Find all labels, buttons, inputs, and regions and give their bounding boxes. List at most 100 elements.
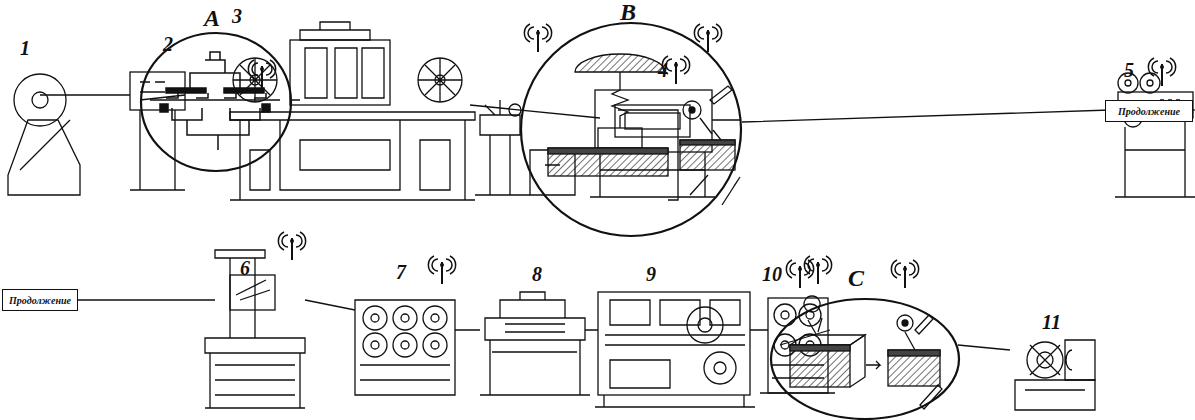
circle-outline-path — [521, 23, 741, 236]
machines-bottom-part — [401, 341, 409, 349]
continuation-box: Продолжение — [2, 289, 78, 311]
detail-b — [548, 54, 740, 205]
machines-bottom-part — [423, 306, 447, 330]
detail-c-part — [866, 361, 880, 369]
callout-number: 4 — [658, 60, 668, 80]
machines-bottom-part — [423, 333, 447, 357]
detail-b-part — [575, 54, 665, 72]
detail-a-part — [166, 93, 208, 120]
machines-bottom-part — [236, 280, 270, 300]
detail-a-part — [160, 104, 168, 112]
machines-top-part — [1125, 80, 1131, 86]
machines-bottom-part — [605, 335, 745, 388]
detail-c-part — [888, 350, 940, 386]
detail-c-part — [905, 315, 933, 350]
machines-top-part — [1115, 118, 1195, 197]
detail-circle: B — [520, 22, 742, 237]
machines-bottom-part — [230, 275, 275, 310]
machines-bottom-part — [371, 341, 379, 349]
detail-b-part — [700, 86, 732, 140]
machines-bottom-part — [393, 333, 417, 357]
machines-top-part — [1147, 80, 1153, 86]
detail-letter: B — [620, 0, 636, 24]
detail-b-part — [548, 148, 668, 176]
detail-b-part — [612, 72, 628, 128]
detail-a-part — [187, 120, 249, 150]
machines-top-part — [8, 120, 80, 195]
machines-bottom-part — [431, 314, 439, 322]
detail-circle: A — [140, 32, 292, 172]
detail-circle: C — [770, 298, 960, 420]
circle-outline-path — [771, 299, 959, 419]
detail-b-part — [683, 101, 701, 119]
circle-outline — [520, 22, 742, 237]
machines-bottom-part — [1027, 342, 1063, 378]
callout-number: 9 — [646, 264, 656, 284]
machines-bottom-part — [714, 362, 726, 374]
machines-bottom-part — [598, 292, 750, 395]
machines-top-part — [300, 22, 384, 98]
detail-c-part — [790, 335, 865, 345]
machines-bottom-part — [698, 318, 712, 332]
machines-top-part — [250, 140, 450, 190]
detail-b-part — [680, 140, 735, 170]
antenna-symbols-part — [1148, 58, 1175, 86]
machines-bottom-part — [363, 333, 387, 357]
machines-bottom-part — [371, 314, 379, 322]
machines-bottom-part — [704, 352, 736, 384]
box-text: Продолжение — [9, 295, 71, 306]
machines-bottom-part — [781, 341, 789, 349]
detail-a-part — [224, 93, 266, 120]
antenna-symbols-part — [786, 260, 813, 288]
machines-top-part — [625, 113, 680, 129]
detail-b-part — [548, 148, 668, 154]
detail-b-part — [598, 128, 642, 148]
machines-bottom-part — [393, 306, 417, 330]
detail-c — [790, 296, 942, 409]
machines-bottom-part — [360, 365, 450, 380]
callout-number: 7 — [396, 262, 406, 282]
machines-bottom-part — [781, 311, 789, 319]
machines-top-part — [1140, 73, 1160, 93]
machines-bottom-part — [595, 395, 755, 407]
continuation-box: Продолжение — [1105, 100, 1193, 122]
machines-top-part — [20, 120, 70, 170]
detail-a-part — [150, 99, 280, 101]
machines-top — [8, 22, 1195, 200]
machines-bottom-part — [431, 341, 439, 349]
machines-top-part — [130, 110, 185, 190]
callout-number: 6 — [240, 258, 250, 278]
machines-bottom-part — [687, 307, 723, 343]
box-text: Продолжение — [1118, 106, 1180, 117]
detail-b-part — [690, 175, 740, 205]
machines-bottom-part — [610, 300, 740, 325]
callout-number: 2 — [163, 34, 173, 54]
detail-b-part — [680, 140, 735, 145]
machines-bottom — [78, 250, 1095, 410]
machines-bottom-part — [774, 304, 796, 326]
machines-top-part — [418, 58, 462, 102]
detail-letter: A — [204, 6, 220, 30]
antenna-symbols-part — [524, 24, 551, 52]
circle-outline-path — [141, 33, 291, 171]
machines-top-part — [509, 104, 521, 116]
detail-c-part — [804, 296, 822, 334]
antenna-symbols — [248, 24, 1175, 288]
detail-c-part — [850, 335, 865, 387]
machines-bottom-part — [355, 300, 455, 395]
machines-bottom-part — [363, 306, 387, 330]
machines-top-part — [14, 74, 66, 126]
antenna-symbols-part — [694, 24, 721, 52]
antenna-symbols-part — [248, 60, 275, 88]
circle-outline — [140, 32, 292, 172]
machines-bottom-part — [480, 340, 590, 395]
machines-bottom-part — [485, 292, 585, 340]
machines-bottom-part — [505, 324, 565, 332]
machines-top-part — [230, 112, 475, 200]
callout-number: 10 — [762, 264, 782, 284]
detail-a — [150, 52, 280, 150]
machines-top-part — [32, 92, 48, 108]
detail-c-part — [790, 345, 850, 387]
detail-c-part — [902, 320, 908, 326]
